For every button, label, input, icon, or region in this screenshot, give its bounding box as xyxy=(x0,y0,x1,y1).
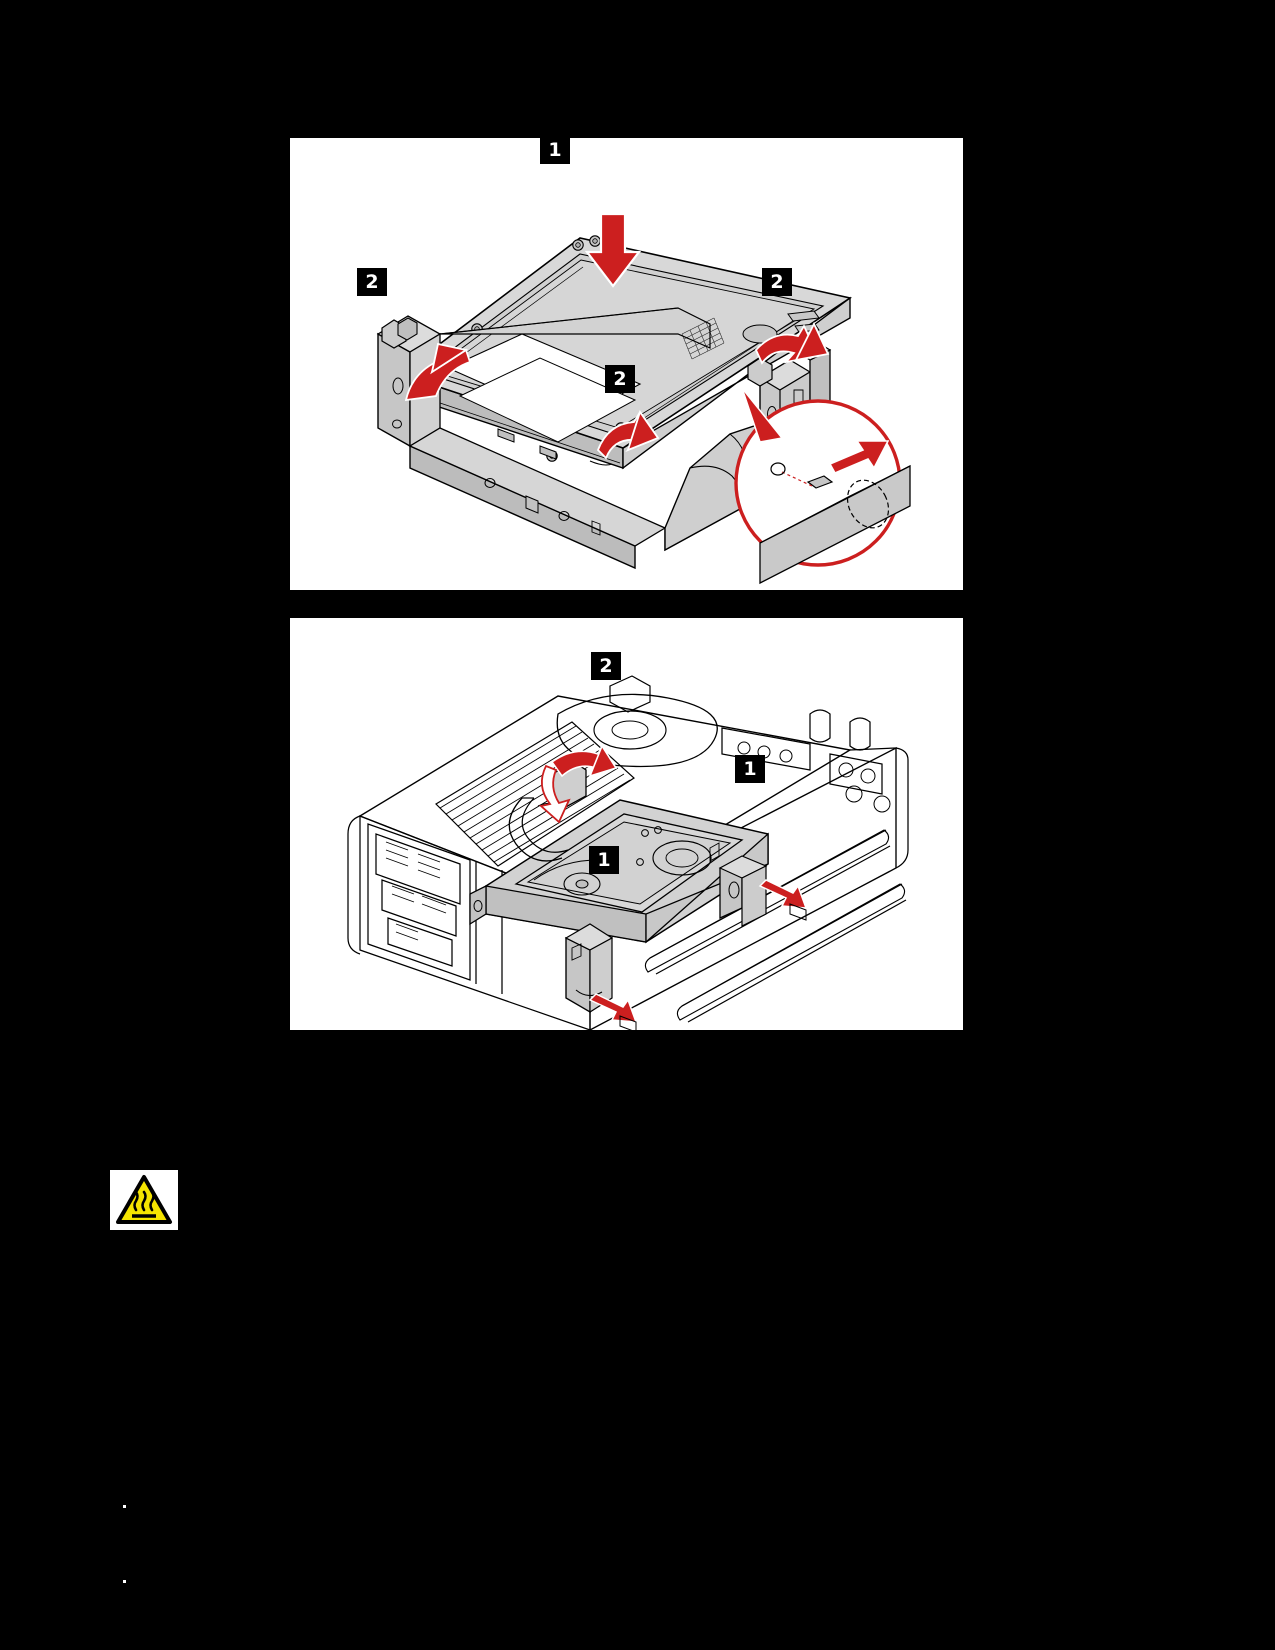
page-mark-upper xyxy=(123,1505,126,1508)
storage-drive-bracket xyxy=(376,307,832,570)
detail-inset-pin-alignment xyxy=(734,387,911,585)
arrow-down-install-drive xyxy=(584,212,642,288)
callout-badge-2d: 2 xyxy=(591,652,621,680)
arrow-flex-right xyxy=(754,321,830,365)
callout-badge-1b: 1 xyxy=(735,755,765,783)
arrow-slide-tab-right xyxy=(758,879,808,921)
arrow-connect-cable xyxy=(539,744,618,824)
hot-surface-warning-meaning: Hot surface. Avoid contact. xyxy=(0,0,1,1)
figure-2-illustration xyxy=(347,675,909,1030)
callout-badge-1c: 1 xyxy=(589,846,619,874)
page-mark-lower xyxy=(123,1580,126,1583)
callout-badge-2c: 2 xyxy=(605,365,635,393)
arrow-flex-front xyxy=(596,409,660,460)
figure-install-drive-in-bracket xyxy=(290,138,963,590)
callout-badge-2b: 2 xyxy=(762,268,792,296)
callout-badge-1a: 1 xyxy=(540,136,570,164)
storage-drive-bracket-assembly xyxy=(469,761,769,1014)
figure-1-illustration xyxy=(376,212,911,585)
figure-install-bracket-in-chassis xyxy=(290,618,963,1030)
callout-badge-2a: 2 xyxy=(357,268,387,296)
arrow-slide-tab-front xyxy=(588,993,638,1030)
arrow-flex-left xyxy=(404,342,472,402)
hot-surface-triangle-svg xyxy=(116,1175,172,1224)
hot-surface-icon xyxy=(110,1170,178,1230)
